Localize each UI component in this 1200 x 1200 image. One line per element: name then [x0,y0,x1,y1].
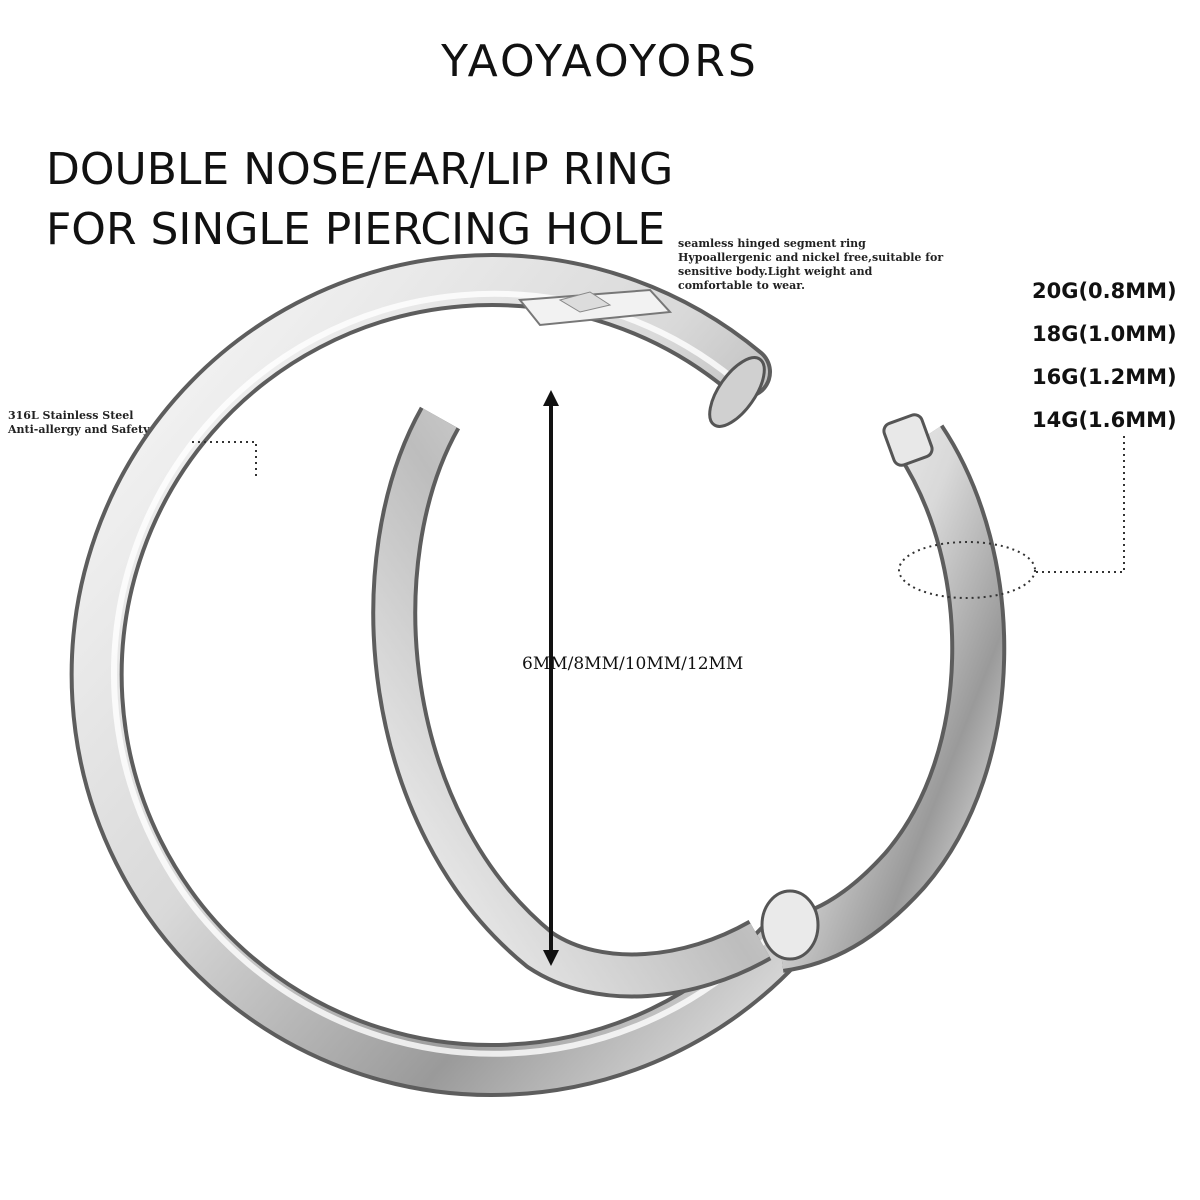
features-note-line: seamless hinged segment ring [678,237,866,250]
headline-line-2: FOR SINGLE PIERCING HOLE [46,204,666,255]
inner-ring [284,406,772,999]
material-note-line: 316L Stainless Steel [8,409,134,422]
hinged-segment [760,413,1007,973]
material-note-line: Anti-allergy and Safety [8,423,150,436]
diameter-arrow [543,390,559,966]
gauge-callout [898,432,1125,599]
headline-line-1: DOUBLE NOSE/EAR/LIP RING [46,144,674,195]
features-note-line: sensitive body.Light weight and [678,265,873,278]
diameter-label: 6MM/8MM/10MM/12MM [522,654,744,674]
gauge-list: 20G(0.8MM) 18G(1.0MM) 16G(1.2MM) 14G(1.6… [1032,270,1177,442]
brand-logo: YAOYAOYORS [441,36,759,87]
outer-ring [69,253,807,1098]
gem-setting [518,288,766,428]
features-note-line: Hypoallergenic and nickel free,suitable … [678,251,944,264]
features-note: seamless hinged segment ring Hypoallerge… [678,237,943,293]
gauge-item: 20G(0.8MM) [1032,279,1177,303]
gauge-item: 16G(1.2MM) [1032,365,1177,389]
features-note-line: comfortable to wear. [678,279,805,292]
gauge-item: 14G(1.6MM) [1032,408,1177,432]
material-note: 316L Stainless Steel Anti-allergy and Sa… [8,409,149,437]
gauge-item: 18G(1.0MM) [1032,322,1177,346]
